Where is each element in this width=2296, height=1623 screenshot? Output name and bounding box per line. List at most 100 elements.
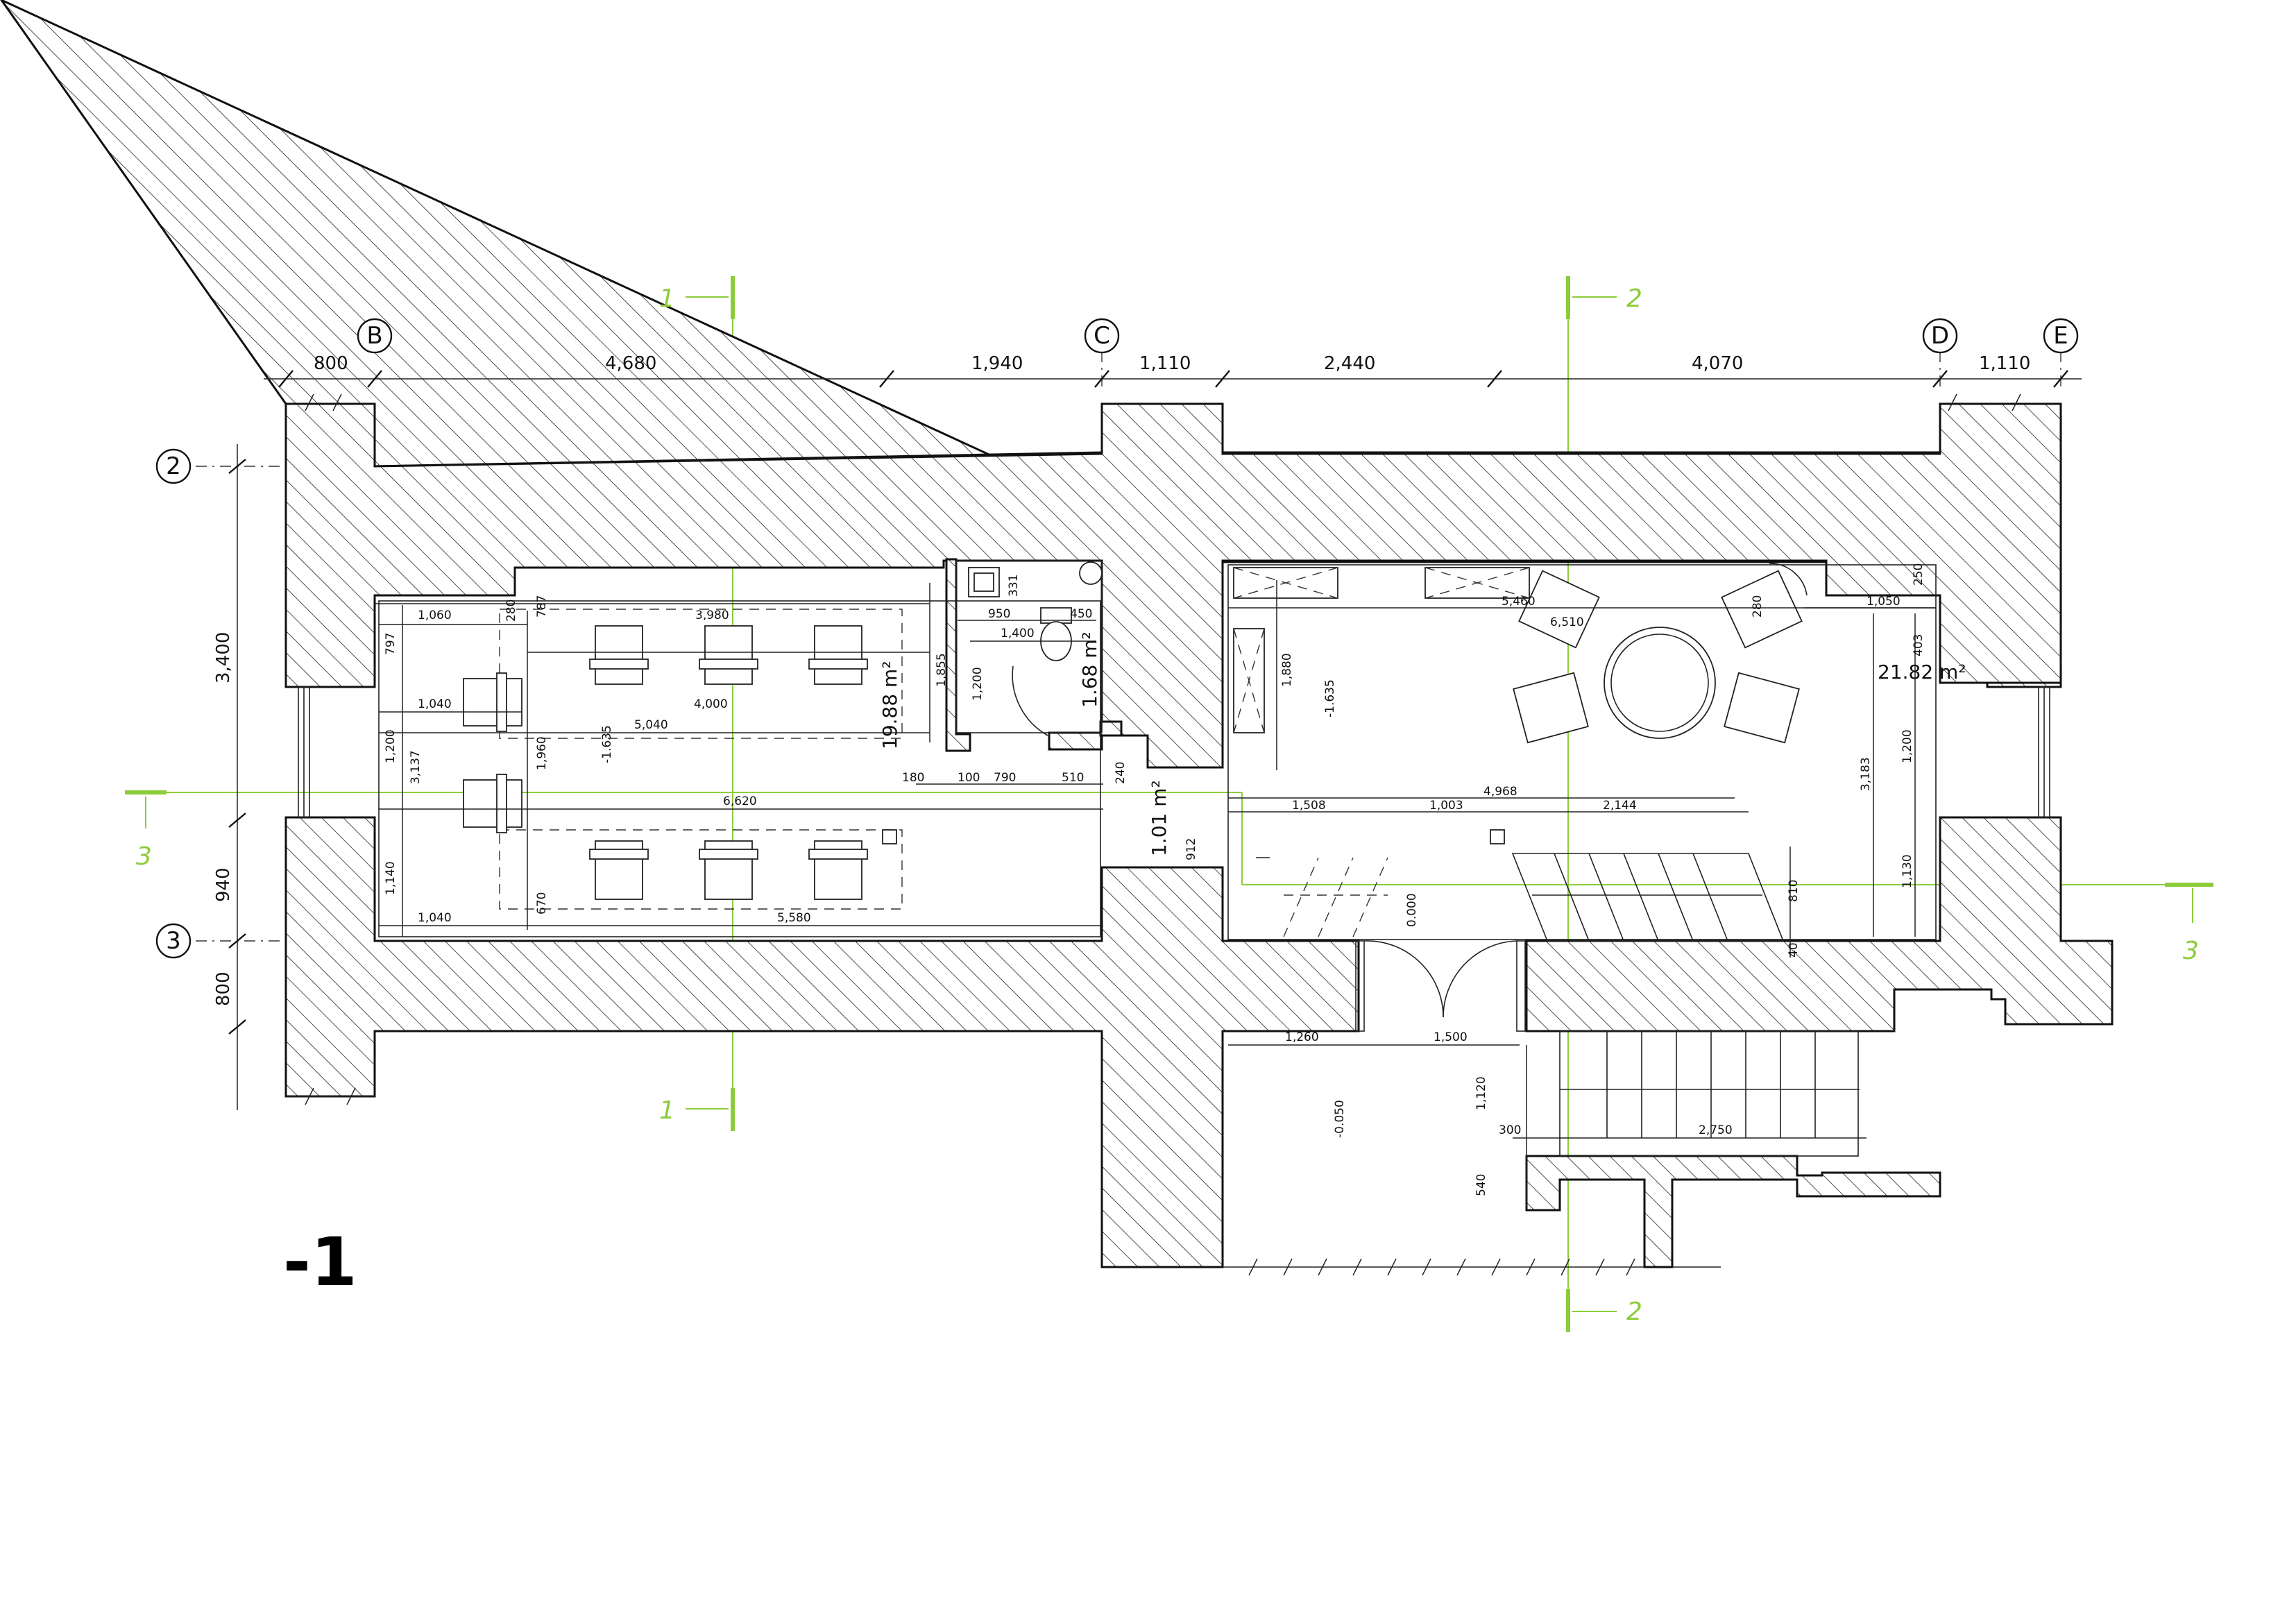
area-label: 1.01 m²: [1148, 780, 1171, 856]
dim-label: 40: [1787, 942, 1801, 958]
dim-label: 1,040: [418, 911, 452, 925]
wc-dim-labels: 331 950 450 1,400 1,200 180 100 790 510 …: [902, 575, 1198, 860]
chair: [589, 840, 649, 900]
dim-label: 1,003: [1429, 799, 1463, 813]
dim-label: 6,510: [1550, 615, 1584, 629]
dim-label: 2,750: [1699, 1123, 1733, 1137]
grid-bubble-3: 3: [155, 923, 192, 959]
dim-label: 4,000: [694, 697, 728, 711]
dim-label: 250: [1912, 563, 1925, 586]
grid-bubble-E: E: [2043, 318, 2079, 354]
dim-label: 280: [1751, 595, 1764, 618]
dim-label: 450: [1070, 607, 1092, 621]
section-label: 1: [659, 1096, 675, 1125]
wc-room: [955, 560, 1103, 736]
grid-label: E: [2053, 322, 2068, 350]
area-label: 19.88 m²: [878, 661, 901, 749]
floor-level-label: -1: [283, 1223, 357, 1301]
grid-label: 2: [166, 452, 181, 480]
dim-label: 810: [1787, 880, 1801, 902]
dim-label: 280: [504, 600, 518, 622]
right-room: [1227, 563, 1937, 940]
drains: [882, 829, 1505, 844]
dim-label: 4,070: [1692, 353, 1743, 374]
dim-label: 797: [384, 633, 398, 655]
dim-label: 3,183: [1859, 757, 1873, 791]
dim-label: 4,680: [605, 353, 656, 374]
left-hall: [375, 600, 1101, 937]
dim-label: 6,620: [723, 794, 757, 808]
dim-label: 1,400: [1001, 627, 1035, 640]
dim-label: 1,500: [1434, 1030, 1468, 1044]
dim-label: 510: [1062, 771, 1084, 785]
dim-label: 1,120: [1474, 1076, 1488, 1110]
dim-label: 1,110: [1979, 353, 2030, 374]
dim-label: 1,940: [971, 353, 1023, 374]
right-room-dim-labels: 5,460 6,510 280 250 1,050 403 1,880 4,96…: [1280, 563, 1925, 958]
dim-label: 950: [988, 607, 1010, 621]
break-lines: [286, 393, 2021, 1276]
section-label: 3: [2183, 937, 2199, 965]
dim-label: 3,980: [695, 609, 729, 622]
dim-label: 800: [213, 971, 234, 1006]
stair-dim-labels: 1,260 1,500 1,120 300 2,750 540: [1285, 1030, 1733, 1196]
dim-label: 1,855: [935, 653, 949, 687]
dim-label: 5,460: [1502, 595, 1536, 609]
round-table: [1604, 627, 1716, 739]
dim-internal: [379, 580, 1936, 1207]
dim-label: 3,137: [409, 750, 423, 784]
level-labels: -1.635 -1.635 0.000 -0.050: [600, 679, 1419, 1138]
left-room-dim-labels: 1,060 280 787 3,980 797 1,040 4,000 5,04…: [384, 595, 949, 925]
level-label: -0.050: [1333, 1100, 1347, 1138]
grid-bubble-C: C: [1084, 318, 1120, 354]
dim-label: 800: [314, 353, 348, 374]
grid-bubble-D: D: [1922, 318, 1958, 354]
grid-label: 3: [166, 927, 181, 955]
dim-label: 300: [1499, 1123, 1521, 1137]
grid-label: B: [366, 322, 382, 350]
dim-label: 540: [1474, 1174, 1488, 1196]
section-markers: 1 1 2 2 3 3: [125, 276, 2213, 1332]
chair: [699, 840, 758, 900]
doors: [1355, 940, 1526, 1032]
dim-label: 1,508: [1292, 799, 1326, 813]
dim-label: 331: [1007, 575, 1021, 597]
chair: [463, 774, 522, 833]
dim-label: 403: [1912, 634, 1925, 656]
dim-label: 1,050: [1866, 595, 1900, 609]
section-label: 3: [136, 842, 152, 871]
dim-label: 1,200: [384, 729, 398, 763]
dim-label: 2,144: [1603, 799, 1637, 813]
chair: [463, 672, 522, 732]
dim-top-labels: 800 4,680 1,940 1,110 2,440 4,070 1,110: [314, 353, 2030, 374]
section-label: 2: [1626, 1298, 1642, 1326]
dim-label: 1,960: [535, 736, 549, 770]
dim-label: 1,200: [971, 667, 985, 701]
dim-label: 1,880: [1280, 653, 1294, 687]
area-label: 21.82 m²: [1878, 661, 1966, 683]
dim-label: 100: [958, 771, 980, 785]
dim-label: 240: [1114, 762, 1128, 784]
chair: [808, 840, 868, 900]
dim-label: 5,040: [634, 718, 668, 732]
dim-label: 1,260: [1285, 1030, 1319, 1044]
level-label: -1.635: [1323, 679, 1337, 717]
stair-upper: [1256, 853, 1785, 942]
dim-label: 1,130: [1900, 854, 1914, 888]
dim-left: [228, 444, 246, 1110]
dim-label: 787: [535, 595, 549, 618]
dim-label: 1,060: [418, 609, 452, 622]
dim-label: 670: [535, 892, 549, 915]
dim-label: 5,580: [777, 911, 811, 925]
dim-label: 3,400: [213, 632, 234, 683]
grid-bubble-2: 2: [155, 448, 192, 484]
chair: [589, 625, 649, 685]
chair: [699, 625, 758, 685]
dim-label: 2,440: [1324, 353, 1375, 374]
windows: [298, 686, 2050, 818]
dim-left-labels: 3,400 940 800: [213, 632, 234, 1006]
area-label: 1.68 m²: [1078, 631, 1101, 708]
grid-bubbles: B C D E 2 3: [155, 318, 2079, 959]
level-label: -1.635: [600, 725, 614, 763]
